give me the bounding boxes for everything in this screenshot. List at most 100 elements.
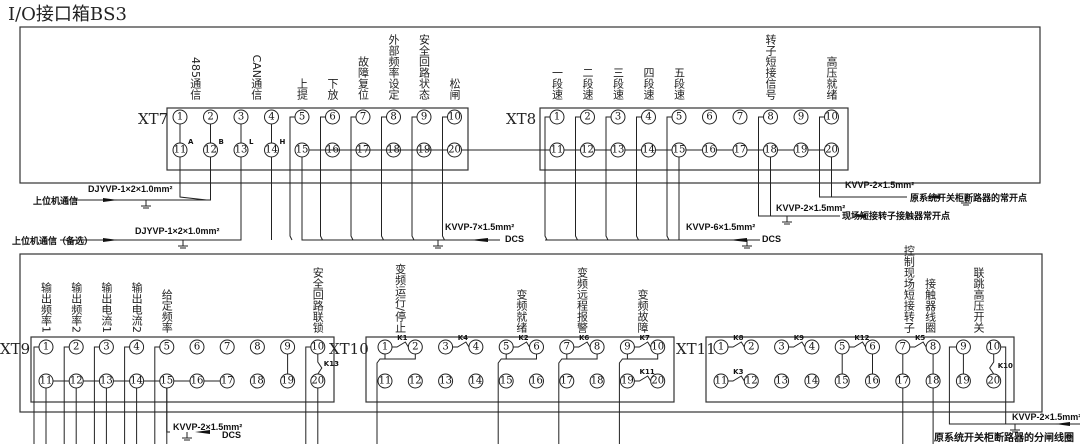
terminal-1: 1 <box>549 109 565 125</box>
svg-text:14: 14 <box>642 145 655 156</box>
terminal-13: 13 <box>98 373 114 389</box>
terminal-17: 17 <box>559 373 575 389</box>
cable-spec: KVVP-2×1.5mm² <box>1012 412 1080 422</box>
terminal-1: 1 <box>172 109 188 125</box>
arrow-icon <box>470 238 488 242</box>
switch-contact <box>788 341 806 348</box>
svg-text:2: 2 <box>207 112 213 123</box>
svg-text:5: 5 <box>164 342 170 353</box>
svg-text:14: 14 <box>265 145 278 156</box>
cable-spec: KVVP-7×1.5mm² <box>445 222 514 232</box>
terminal-15: 15 <box>159 373 175 389</box>
terminal-6: 6 <box>189 339 205 355</box>
svg-text:1: 1 <box>718 342 724 353</box>
terminal-18: 18 <box>589 373 605 389</box>
terminal-function-label: 下放 <box>326 78 339 100</box>
terminal-2: 2 <box>203 109 218 125</box>
terminal-function-label: 变频故障 <box>636 288 649 333</box>
arrow-icon <box>195 430 210 434</box>
arrow-icon <box>1055 422 1070 426</box>
svg-text:11: 11 <box>551 145 564 156</box>
svg-text:20: 20 <box>651 376 664 387</box>
contact-label: K1 <box>397 334 407 342</box>
pin-mark: A <box>188 138 194 146</box>
svg-text:1: 1 <box>43 342 49 353</box>
terminal-19: 19 <box>955 373 971 389</box>
pin-mark: L <box>249 138 254 146</box>
terminal-function-label: 输出电流2 <box>130 281 143 333</box>
terminal-2: 2 <box>68 339 84 355</box>
svg-text:8: 8 <box>930 342 936 353</box>
svg-text:13: 13 <box>775 376 788 387</box>
terminal-function-label: 输出频率2 <box>70 281 83 333</box>
cable-spec: KVVP-6×1.5mm² <box>686 222 755 232</box>
svg-text:5: 5 <box>299 112 305 123</box>
svg-text:20: 20 <box>987 376 1000 387</box>
contact-label: K11 <box>640 368 655 376</box>
svg-text:20: 20 <box>825 145 838 156</box>
ground-icon <box>178 240 188 249</box>
wire <box>376 354 416 444</box>
switch-contact <box>634 341 652 348</box>
terminal-10: 10 <box>447 109 462 125</box>
switch-contact <box>513 341 530 348</box>
terminal-7: 7 <box>732 109 748 125</box>
svg-text:6: 6 <box>869 342 875 353</box>
terminal-function-label: 安全回路联锁 <box>311 266 324 334</box>
terminal-8: 8 <box>249 339 265 355</box>
svg-text:13: 13 <box>439 376 452 387</box>
cable-spec: DJYVP-1×2×1.0mm² <box>135 226 220 236</box>
svg-text:4: 4 <box>645 112 651 123</box>
terminal-2: 2 <box>407 339 423 355</box>
svg-text:17: 17 <box>734 145 747 156</box>
contact-k13 <box>317 354 323 375</box>
terminal-18: 18 <box>925 373 941 389</box>
switch-contact <box>634 375 652 382</box>
svg-text:18: 18 <box>764 145 777 156</box>
svg-text:17: 17 <box>896 376 909 387</box>
strip-label: XT10 <box>329 340 369 358</box>
svg-text:5: 5 <box>676 112 682 123</box>
wire <box>575 116 581 241</box>
svg-text:6: 6 <box>706 112 712 123</box>
terminal-13: 13 <box>233 142 249 158</box>
terminal-11: 11 <box>713 373 729 389</box>
contact-label: K9 <box>794 334 804 342</box>
svg-text:8: 8 <box>254 342 260 353</box>
wire <box>305 346 311 444</box>
switch-contact <box>728 341 745 348</box>
terminal-15: 15 <box>834 373 850 389</box>
pin-mark: B <box>219 138 224 146</box>
wire <box>497 354 537 444</box>
svg-text:4: 4 <box>133 342 139 353</box>
svg-text:1: 1 <box>382 342 388 353</box>
terminal-9: 9 <box>619 339 635 355</box>
terminal-function-label: 上提 <box>296 78 309 101</box>
terminal-16: 16 <box>702 142 717 158</box>
wire <box>442 116 448 241</box>
terminal-function-label: 二段速 <box>581 67 594 100</box>
terminal-14: 14 <box>641 142 656 158</box>
terminal-function-label: 给定频率 <box>160 289 173 334</box>
contact-label: K7 <box>640 334 650 342</box>
terminal-function-label: 四段速 <box>642 67 655 100</box>
terminal-function-label: 变频就绪 <box>515 288 528 334</box>
svg-text:7: 7 <box>360 112 366 123</box>
svg-text:8: 8 <box>767 112 773 123</box>
ground-icon <box>782 216 792 225</box>
terminal-1: 1 <box>377 339 393 355</box>
svg-text:5: 5 <box>839 342 845 353</box>
terminal-6: 6 <box>865 339 880 355</box>
terminal-9: 9 <box>955 339 971 355</box>
svg-text:6: 6 <box>533 342 539 353</box>
terminal-3: 3 <box>610 109 626 125</box>
terminal-7: 7 <box>355 109 371 125</box>
svg-text:14: 14 <box>806 376 819 387</box>
wire <box>636 116 642 241</box>
terminal-block <box>30 336 335 403</box>
terminal-1: 1 <box>713 339 729 355</box>
svg-text:14: 14 <box>130 376 143 387</box>
terminal-6: 6 <box>325 109 340 125</box>
